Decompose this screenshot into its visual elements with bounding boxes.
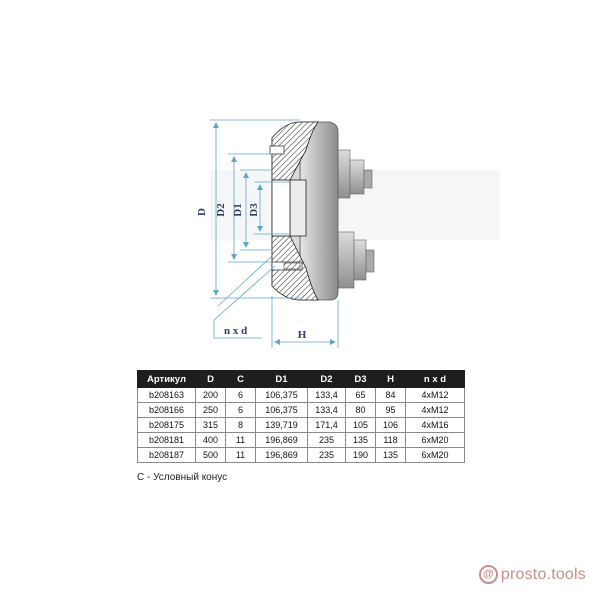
footnote: С - Условный конус <box>137 472 228 483</box>
dimension-arrows <box>213 122 336 345</box>
table-cell: 400 <box>195 432 226 448</box>
header-cell: Артикул <box>137 370 196 388</box>
table-cell: 4xM12 <box>405 387 465 403</box>
label-D2: D2 <box>215 203 227 217</box>
header-cell: D2 <box>307 370 346 388</box>
table-cell: 65 <box>345 387 376 403</box>
table-cell: 190 <box>345 447 376 463</box>
table-cell: 135 <box>345 432 376 448</box>
dimension-lines <box>210 119 339 348</box>
table-cell: 118 <box>375 432 406 448</box>
table-cell: 11 <box>225 447 256 463</box>
label-nxd: n x d <box>224 325 247 337</box>
table-cell: 133,4 <box>307 402 346 418</box>
spec-table: Артикул D C D1 D2 D3 H n x d b208163 200… <box>137 370 465 463</box>
watermark-text: prosto.tools <box>500 565 586 583</box>
table-cell: 235 <box>307 432 346 448</box>
table-cell: 235 <box>307 447 346 463</box>
table-cell: 105 <box>345 417 376 433</box>
table-cell: 200 <box>195 387 226 403</box>
table-cell: 250 <box>195 402 226 418</box>
table-cell: b208166 <box>137 402 196 418</box>
label-D1: D1 <box>232 203 244 216</box>
table-header-row: Артикул D C D1 D2 D3 H n x d <box>137 370 465 388</box>
table-cell: 171,4 <box>307 417 346 433</box>
table-row: b208166 250 6 106,375 133,4 80 95 4xM12 <box>137 402 465 418</box>
table-cell: 133,4 <box>307 387 346 403</box>
table-row: b208187 500 11 196,869 235 190 135 6xM20 <box>137 447 465 463</box>
header-cell: D3 <box>345 370 376 388</box>
table-cell: 95 <box>375 402 406 418</box>
header-cell: n x d <box>405 370 465 388</box>
table-cell: 315 <box>195 417 226 433</box>
table-cell: 196,869 <box>255 432 308 448</box>
table-cell: 135 <box>375 447 406 463</box>
table-cell: 6 <box>225 402 256 418</box>
label-H: H <box>298 329 307 341</box>
table-cell: b208163 <box>137 387 196 403</box>
watermark: @ prosto.tools <box>478 565 586 584</box>
table-row: b208163 200 6 106,375 133,4 65 84 4xM12 <box>137 387 465 403</box>
table-cell: b208181 <box>137 432 196 448</box>
table-cell: 106,375 <box>255 402 308 418</box>
table-cell: 4xM16 <box>405 417 465 433</box>
table-cell: 500 <box>195 447 226 463</box>
header-cell: D <box>195 370 226 388</box>
table-cell: 196,869 <box>255 447 308 463</box>
table-cell: 84 <box>375 387 406 403</box>
table-cell: 80 <box>345 402 376 418</box>
at-icon: @ <box>478 565 498 584</box>
header-cell: D1 <box>255 370 308 388</box>
table-cell: b208175 <box>137 417 196 433</box>
header-cell: C <box>225 370 256 388</box>
table-cell: 106,375 <box>255 387 308 403</box>
table-row: b208181 400 11 196,869 235 135 118 6xM20 <box>137 432 465 448</box>
table-cell: 11 <box>225 432 256 448</box>
header-cell: H <box>375 370 406 388</box>
table-cell: 106 <box>375 417 406 433</box>
label-D3: D3 <box>248 203 260 217</box>
table-cell: 4xM12 <box>405 402 465 418</box>
section-cut <box>269 121 319 301</box>
table-row: b208175 315 8 139,719 171,4 105 106 4xM1… <box>137 417 465 433</box>
table-cell: 6xM20 <box>405 447 465 463</box>
label-D: D <box>196 208 208 216</box>
table-cell: 6xM20 <box>405 432 465 448</box>
table-cell: 139,719 <box>255 417 308 433</box>
table-cell: 6 <box>225 387 256 403</box>
table-cell: 8 <box>225 417 256 433</box>
table-cell: b208187 <box>137 447 196 463</box>
chuck-technical-drawing: D D2 D1 D3 n x d H <box>196 119 375 348</box>
